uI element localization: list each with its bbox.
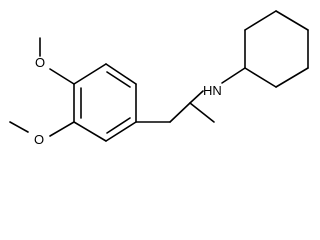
molecule-diagram: HN O O xyxy=(9,10,309,147)
chain-bond xyxy=(189,90,204,104)
structure-canvas: HN O O xyxy=(9,10,309,147)
oxygen-label-top: O xyxy=(35,55,45,70)
aryl-oxygen-bond xyxy=(49,121,75,137)
amine-label: HN xyxy=(203,83,222,98)
methoxy-group-top xyxy=(39,37,75,85)
benzene-ring xyxy=(73,63,137,142)
ring-bond xyxy=(105,63,137,85)
amine-cyclohexyl-bond xyxy=(221,67,246,84)
chain-bond xyxy=(169,102,191,123)
ring-bond xyxy=(105,121,137,142)
ring-bond xyxy=(73,121,107,142)
ring-bond xyxy=(244,10,277,31)
ring-double-bond xyxy=(106,117,131,134)
ring-bond xyxy=(275,67,309,88)
methoxy-group-bottom xyxy=(9,121,75,137)
ring-bond xyxy=(244,67,277,88)
ring-double-bond xyxy=(106,71,131,88)
oxygen-methyl-bond xyxy=(9,121,29,133)
side-chain xyxy=(135,90,215,123)
ring-bond xyxy=(275,10,309,31)
oxygen-label-bottom: O xyxy=(34,132,44,147)
methyl-bond xyxy=(189,102,215,123)
cyclohexane-ring xyxy=(244,10,309,88)
ring-bond xyxy=(73,63,107,85)
aryl-oxygen-bond xyxy=(49,68,75,85)
